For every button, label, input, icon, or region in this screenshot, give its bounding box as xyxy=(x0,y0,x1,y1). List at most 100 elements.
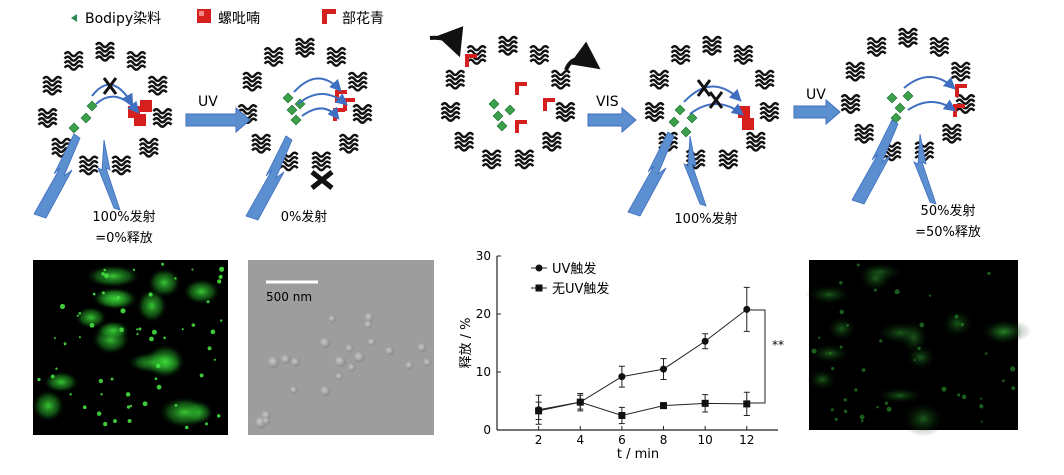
polymer-chain xyxy=(529,45,550,65)
polymer-chain xyxy=(644,102,665,122)
legend-spiropyran-label: 螺吡喃 xyxy=(218,11,260,27)
micelle-particle xyxy=(385,346,394,356)
fluorescent-spot xyxy=(894,289,900,295)
data-point xyxy=(701,337,709,345)
fluorescent-spot xyxy=(174,403,178,407)
micelle-particle xyxy=(328,315,336,323)
fluorescent-spot xyxy=(149,336,154,342)
fluorescent-spot xyxy=(218,274,223,279)
polymer-chain xyxy=(63,51,84,71)
micelle-particle xyxy=(423,358,432,367)
fluorescent-spot xyxy=(119,327,124,333)
fluorescent-spot xyxy=(839,309,844,315)
fret-transfer-arrow xyxy=(301,106,340,120)
cell-fluorescence xyxy=(805,284,853,306)
polymer-chain xyxy=(440,102,461,122)
micelle-particle xyxy=(364,320,373,329)
bodipy-dye xyxy=(496,120,508,132)
bodipy-dye xyxy=(68,122,80,134)
legend-marker-uv xyxy=(535,264,543,272)
vis-arrow-label: VIS xyxy=(596,94,619,110)
polymer-chain xyxy=(138,137,159,158)
bodipy-dye xyxy=(686,112,698,124)
micelle-particle xyxy=(334,355,346,368)
fluorescent-spot xyxy=(846,324,849,327)
fluorescent-spot xyxy=(103,421,108,427)
polymer-chain xyxy=(498,35,518,56)
polymer-chain xyxy=(338,133,359,154)
cell-fluorescence xyxy=(85,264,142,288)
fluorescent-spot xyxy=(957,393,961,397)
x-tick-label: 8 xyxy=(660,433,668,447)
significance-label: ** xyxy=(772,338,784,352)
bodipy-dye xyxy=(680,126,692,138)
fluorescent-spot xyxy=(873,288,877,292)
polymer-chain xyxy=(295,37,315,58)
data-point xyxy=(743,400,751,408)
fluorescent-spot xyxy=(830,408,834,412)
fluorescent-spot xyxy=(96,411,102,416)
fluorescent-spot xyxy=(913,358,916,362)
fluorescent-spot xyxy=(37,377,41,382)
fluorescent-spot xyxy=(163,336,166,340)
blocked-transfer-mark xyxy=(102,77,118,95)
data-point xyxy=(701,399,709,407)
merocyanine-dye xyxy=(465,54,477,67)
fluorescent-spot xyxy=(811,348,817,354)
sem-scale-label: 500 nm xyxy=(266,290,312,304)
state4-caption: 100%发射 xyxy=(674,211,737,227)
micelle-particle xyxy=(335,372,344,381)
legend-marker-no-uv xyxy=(535,284,543,292)
significance-bracket: ** xyxy=(748,309,784,404)
fluorescent-spot xyxy=(917,346,921,351)
polymer-chain xyxy=(111,155,132,176)
cell-fluorescence xyxy=(826,315,858,342)
fluorescent-spot xyxy=(854,388,858,392)
uv-arrow-step2: UV xyxy=(793,87,841,126)
x-tick-label: 4 xyxy=(576,433,584,447)
polymer-chain xyxy=(152,108,173,128)
fluorescent-spot xyxy=(191,268,194,271)
polymer-chain xyxy=(866,37,887,57)
fluorescent-spot xyxy=(148,292,153,297)
polymer-chain xyxy=(754,69,775,90)
chart-ylabel: 释放 / % xyxy=(459,318,474,369)
cell-fluorescence xyxy=(807,368,838,391)
sem-micrograph: 500 nm xyxy=(248,260,434,435)
fluorescent-spot xyxy=(860,419,864,423)
fluorescent-spot xyxy=(954,314,959,319)
bodipy-dye xyxy=(282,92,294,104)
state1-caption-line1: 100%发射 xyxy=(92,209,155,225)
merocyanine-dye xyxy=(515,82,527,95)
fret-transfer-arrow xyxy=(95,95,140,114)
bodipy-dye xyxy=(886,92,898,104)
x-tick-label: 6 xyxy=(618,433,626,447)
uv-arrow-step1-label: UV xyxy=(198,94,218,110)
data-point xyxy=(535,407,543,415)
spiropyran-legend-icon xyxy=(197,9,211,23)
polymer-chain xyxy=(840,94,861,114)
fluorescent-spot xyxy=(217,279,222,284)
x-tick-label: 2 xyxy=(535,433,543,447)
quenched-emission-mark xyxy=(310,170,334,190)
fluorescent-spot xyxy=(89,322,95,328)
legend-series-uv: UV触发 xyxy=(552,261,596,277)
release-arrows xyxy=(429,26,601,71)
fluorescent-spot xyxy=(941,386,947,392)
legend-merocyanine-label: 部花青 xyxy=(342,11,384,27)
bodipy-dye xyxy=(80,112,92,124)
fluorescent-spot xyxy=(987,271,991,276)
micelle-particle xyxy=(364,312,374,323)
x-tick-label: 10 xyxy=(698,433,713,447)
polymer-chain xyxy=(514,149,535,170)
fluorescent-spot xyxy=(191,323,196,327)
blocked-transfer-mark xyxy=(696,79,712,97)
polymer-chain xyxy=(445,69,466,90)
polymer-chain xyxy=(745,131,766,152)
fluorescent-spot xyxy=(960,323,964,327)
polymer-chain xyxy=(649,69,670,90)
cell-fluorescence xyxy=(874,387,925,404)
fluorescent-spot xyxy=(199,373,204,378)
state2-caption: 0%发射 xyxy=(281,209,328,225)
